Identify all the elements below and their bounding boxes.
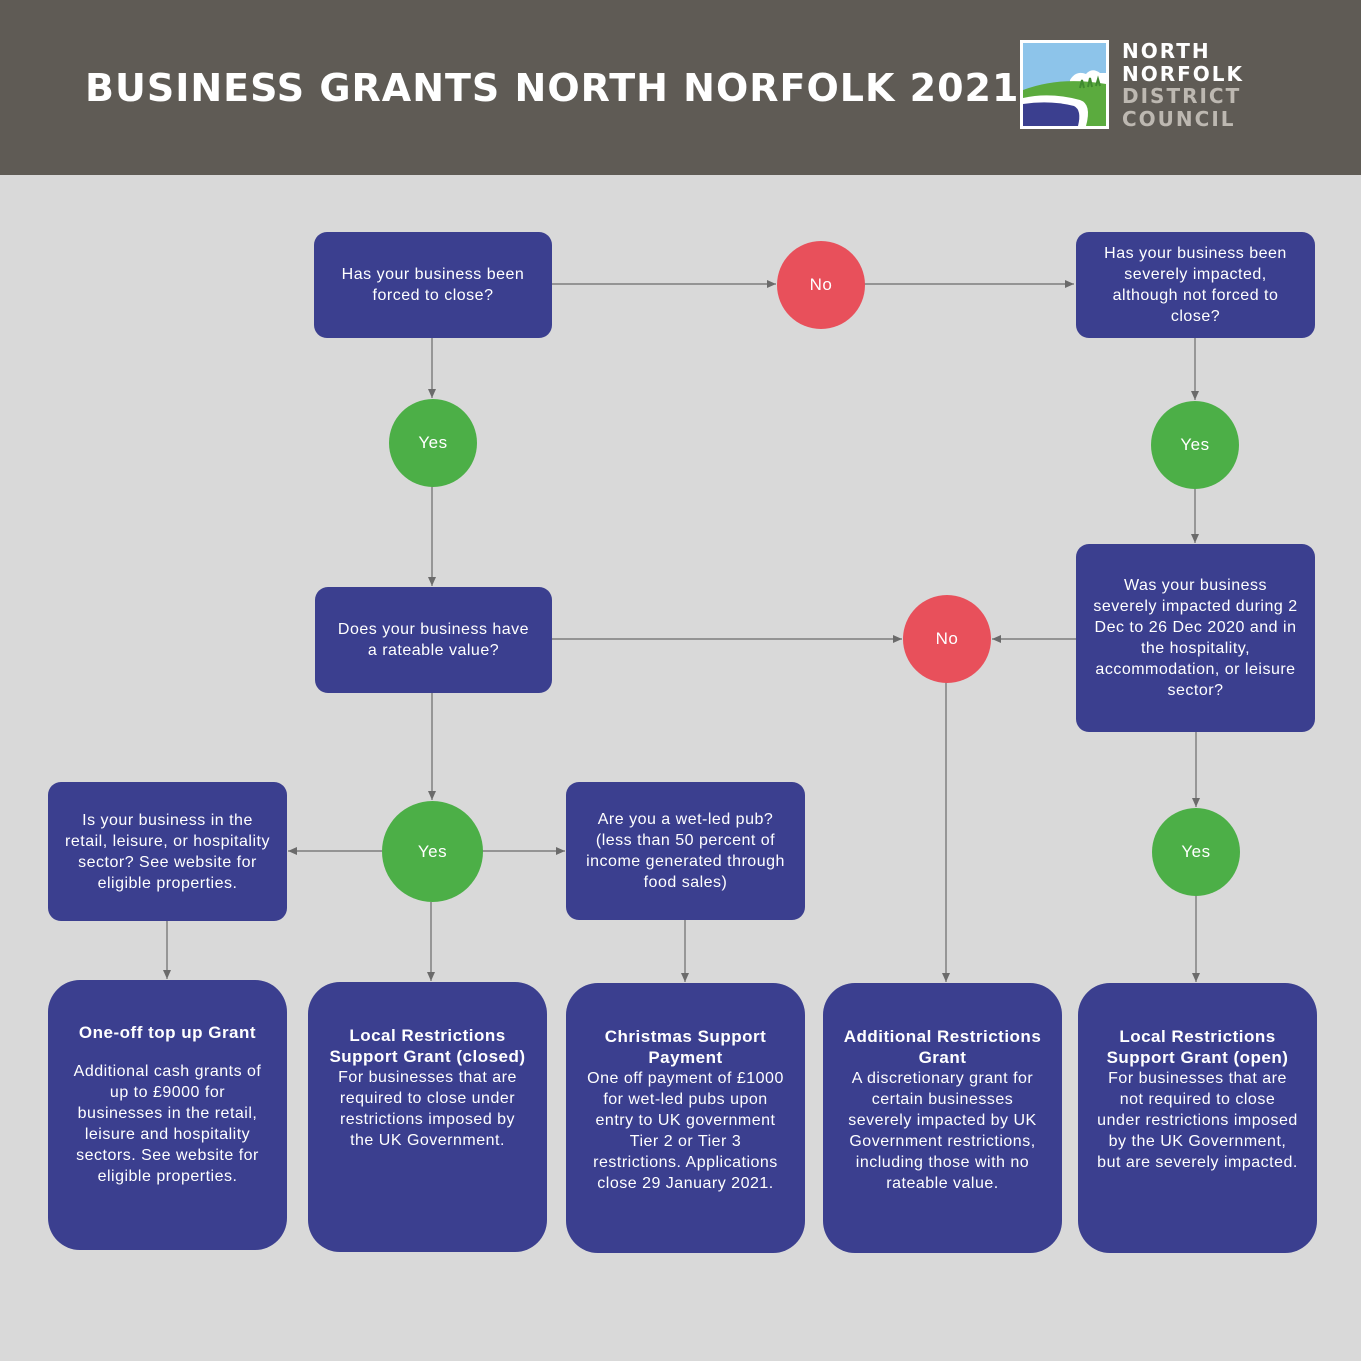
outcome-body: For businesses that are not required to … (1097, 1070, 1298, 1171)
outcome-christmas-support: Christmas Support Payment One off paymen… (566, 983, 805, 1253)
outcome-body: A discretionary grant for certain busine… (848, 1070, 1037, 1192)
question-severely-impacted: Has your business been severely impacted… (1076, 232, 1315, 338)
outcome-lrsg-open: Local Restrictions Support Grant (open) … (1078, 983, 1317, 1253)
answer-yes-forced-close: Yes (389, 399, 477, 487)
outcome-lrsg-closed: Local Restrictions Support Grant (closed… (308, 982, 547, 1252)
outcome-body: One off payment of £1000 for wet-led pub… (587, 1070, 784, 1192)
answer-yes-rateable-value: Yes (382, 801, 483, 902)
answer-no-middle: No (903, 595, 991, 683)
outcome-body: Additional cash grants of up to £9000 fo… (73, 1063, 262, 1185)
outcome-title: Local Restrictions Support Grant (closed… (329, 1026, 526, 1066)
outcome-additional-restrictions: Additional Restrictions Grant A discreti… (823, 983, 1062, 1253)
header-banner: BUSINESS GRANTS NORTH NORFOLK 2021 NORTH… (0, 0, 1361, 175)
question-rateable-value: Does your business have a rateable value… (315, 587, 552, 693)
outcome-title: One-off top up Grant (78, 1023, 257, 1042)
answer-yes-dec-impacted: Yes (1152, 808, 1240, 896)
council-logo-icon (1020, 40, 1109, 129)
question-wet-led-pub: Are you a wet-led pub? (less than 50 per… (566, 782, 805, 920)
question-retail-sector: Is your business in the retail, leisure,… (48, 782, 287, 921)
answer-yes-severely-impacted: Yes (1151, 401, 1239, 489)
question-forced-close: Has your business been forced to close? (314, 232, 552, 338)
outcome-title: Additional Restrictions Grant (843, 1027, 1042, 1067)
answer-no-top: No (777, 241, 865, 329)
outcome-title: Local Restrictions Support Grant (open) (1106, 1027, 1289, 1067)
outcome-topup-grant: One-off top up Grant Additional cash gra… (48, 980, 287, 1250)
question-dec-impacted: Was your business severely impacted duri… (1076, 544, 1315, 732)
page-title: BUSINESS GRANTS NORTH NORFOLK 2021 (85, 66, 1020, 110)
outcome-title: Christmas Support Payment (604, 1027, 767, 1067)
council-logo-text: NORTH NORFOLK DISTRICT COUNCIL (1122, 39, 1245, 131)
outcome-body: For businesses that are required to clos… (338, 1069, 517, 1149)
